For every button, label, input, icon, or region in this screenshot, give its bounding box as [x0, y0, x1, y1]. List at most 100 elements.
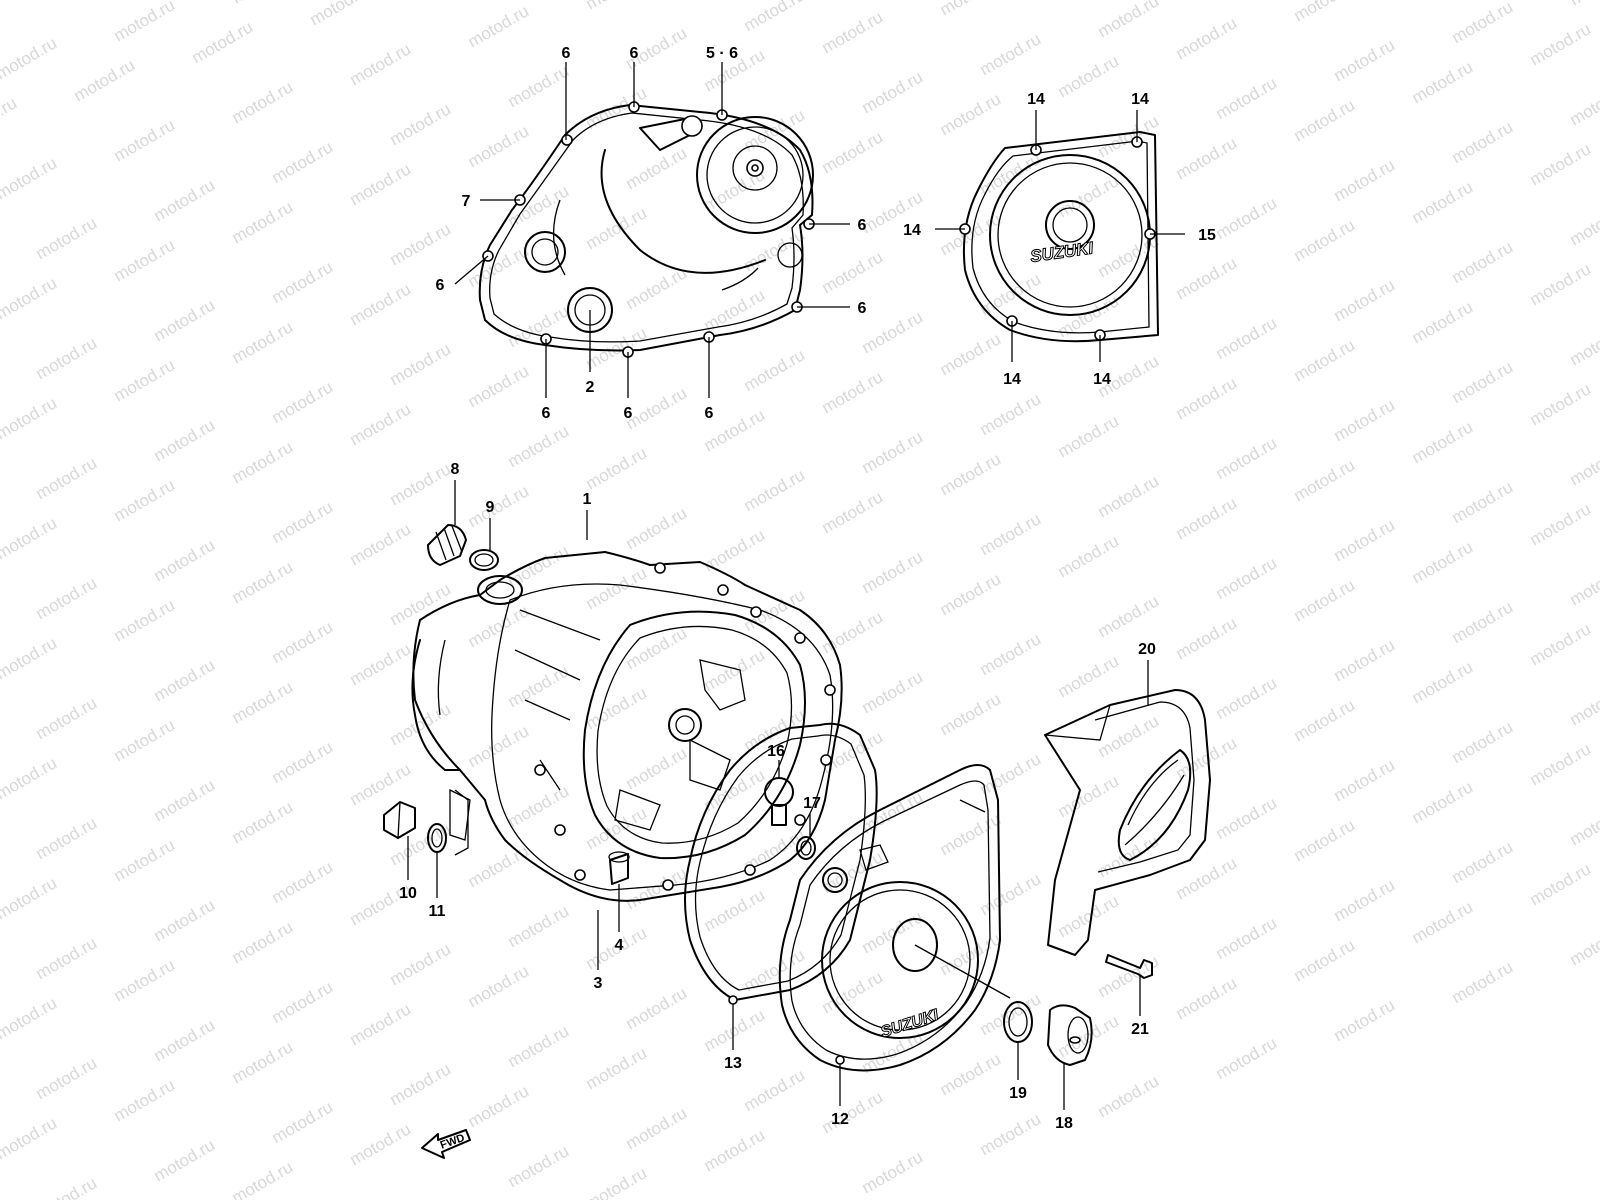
watermark-text: motod.ru	[1213, 0, 1281, 3]
callout-21: 21	[1131, 1021, 1149, 1038]
watermark-text: motod.ru	[387, 459, 455, 509]
watermark-text: motod.ru	[1055, 51, 1123, 101]
watermark-text: motod.ru	[269, 1097, 337, 1147]
watermark-text: motod.ru	[583, 0, 651, 13]
callout-6: 6	[624, 405, 633, 422]
watermark-text: motod.ru	[977, 629, 1045, 679]
watermark-text: motod.ru	[1567, 679, 1600, 729]
watermark-text: motod.ru	[465, 361, 533, 411]
watermark-text: motod.ru	[937, 89, 1005, 139]
watermark-text: motod.ru	[0, 513, 60, 563]
watermark-text: motod.ru	[977, 389, 1045, 439]
watermark-text: motod.ru	[151, 1015, 219, 1065]
callout-10: 10	[399, 885, 417, 902]
watermark-text: motod.ru	[151, 415, 219, 465]
watermark-text: motod.ru	[269, 257, 337, 307]
watermark-text: motod.ru	[1449, 0, 1517, 47]
callout-17: 17	[803, 795, 821, 812]
watermark-text: motod.ru	[465, 841, 533, 891]
watermark-text: motod.ru	[229, 0, 297, 7]
watermark-text: motod.ru	[33, 453, 101, 503]
watermark-text: motod.ru	[1527, 19, 1595, 69]
watermark-text: motod.ru	[1173, 253, 1241, 303]
watermark-text: motod.ru	[269, 617, 337, 667]
watermark-text: motod.ru	[1291, 95, 1359, 145]
watermark-text: motod.ru	[623, 503, 691, 553]
watermark-text: motod.ru	[977, 749, 1045, 799]
watermark-text: motod.ru	[229, 437, 297, 487]
watermark-text: motod.ru	[859, 667, 927, 717]
watermark-text: motod.ru	[1213, 1033, 1281, 1083]
watermark-text: motod.ru	[505, 781, 573, 831]
watermark-text: motod.ru	[229, 797, 297, 847]
watermark-text: motod.ru	[33, 693, 101, 743]
watermark-text: motod.ru	[387, 1059, 455, 1109]
callout-6: 6	[562, 45, 571, 62]
watermark-text: motod.ru	[583, 203, 651, 253]
watermark-text: motod.ru	[623, 1103, 691, 1153]
watermark-text: motod.ru	[1331, 395, 1399, 445]
watermark-text: motod.ru	[1213, 913, 1281, 963]
watermark-text: motod.ru	[0, 753, 60, 803]
watermark-text: motod.ru	[937, 329, 1005, 379]
watermark-text: motod.ru	[1291, 455, 1359, 505]
watermark-text: motod.ru	[1449, 597, 1517, 647]
watermark-text: motod.ru	[505, 661, 573, 711]
watermark-text: motod.ru	[819, 367, 887, 417]
watermark-text: motod.ru	[0, 993, 60, 1043]
watermark-text: motod.ru	[1409, 657, 1477, 707]
watermark-text: motod.ru	[1567, 199, 1600, 249]
callout-6: 6	[436, 277, 445, 294]
callout-11: 11	[429, 903, 446, 920]
watermark-text: motod.ru	[387, 99, 455, 149]
watermark-text: motod.ru	[583, 443, 651, 493]
watermark-text: motod.ru	[151, 655, 219, 705]
watermark-text: motod.ru	[465, 481, 533, 531]
watermark-text: motod.ru	[1291, 575, 1359, 625]
callout-9: 9	[486, 499, 495, 516]
watermark-text: motod.ru	[819, 1087, 887, 1137]
watermark-text: motod.ru	[111, 355, 179, 405]
watermark-text: motod.ru	[937, 689, 1005, 739]
watermark-text: motod.ru	[71, 55, 139, 105]
watermark-text: motod.ru	[1331, 155, 1399, 205]
watermark-text: motod.ru	[229, 1037, 297, 1087]
watermark-text: motod.ru	[229, 557, 297, 607]
watermark-text: motod.ru	[1291, 935, 1359, 985]
watermark-text: motod.ru	[505, 1141, 573, 1191]
watermark-text: motod.ru	[1331, 515, 1399, 565]
callout-19: 19	[1009, 1085, 1027, 1102]
watermark-text: motod.ru	[33, 333, 101, 383]
watermark-text: motod.ru	[229, 77, 297, 127]
watermark-text: motod.ru	[387, 339, 455, 389]
watermark-text: motod.ru	[1291, 335, 1359, 385]
watermark-text: motod.ru	[977, 869, 1045, 919]
watermark-text: motod.ru	[819, 607, 887, 657]
watermark-text: motod.ru	[465, 121, 533, 171]
watermark-text: motod.ru	[465, 721, 533, 771]
watermark-text: motod.ru	[0, 633, 60, 683]
watermark-text: motod.ru	[977, 29, 1045, 79]
fwd-label: FWD	[439, 1132, 467, 1152]
callout-3: 3	[594, 975, 603, 992]
watermark-text: motod.ru	[701, 765, 769, 815]
watermark-text: motod.ru	[1213, 553, 1281, 603]
watermark-text: motod.ru	[701, 885, 769, 935]
watermark-text: motod.ru	[1095, 951, 1163, 1001]
watermark-text: motod.ru	[151, 175, 219, 225]
watermark-text: motod.ru	[0, 273, 60, 323]
watermark-text: motod.ru	[937, 449, 1005, 499]
watermark-text: motod.ru	[1527, 139, 1595, 189]
watermark-text: motod.ru	[307, 0, 375, 29]
watermark-text: motod.ru	[1173, 373, 1241, 423]
watermark-text: motod.ru	[741, 0, 809, 35]
watermark-text: motod.ru	[1409, 897, 1477, 947]
watermark-text: motod.ru	[465, 1081, 533, 1131]
watermark-text: motod.ru	[1527, 499, 1595, 549]
watermark-text: motod.ru	[1331, 755, 1399, 805]
watermark-text: motod.ru	[1567, 319, 1600, 369]
watermark-text: motod.ru	[1055, 651, 1123, 701]
watermark-text: motod.ru	[1173, 133, 1241, 183]
watermark-text: motod.ru	[111, 1075, 179, 1125]
callout-6: 6	[858, 300, 867, 317]
